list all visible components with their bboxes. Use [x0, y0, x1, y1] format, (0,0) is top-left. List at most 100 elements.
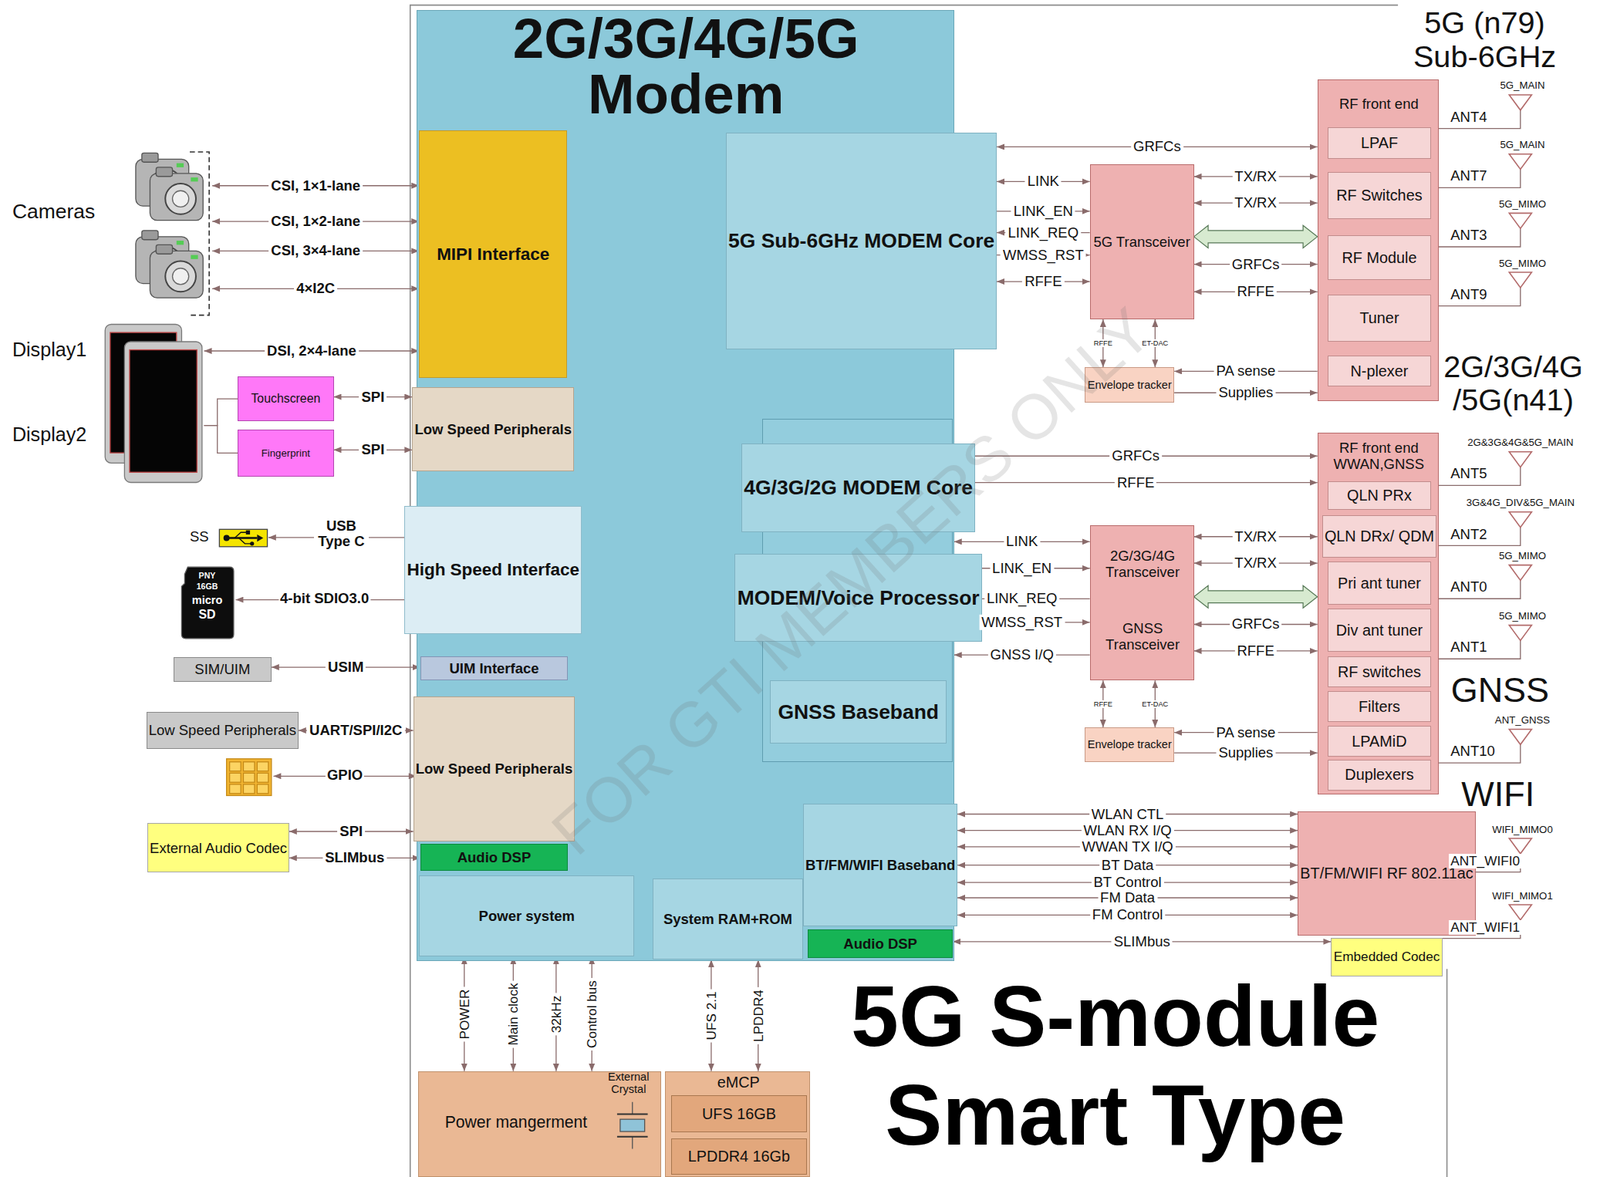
- modem-core-box: 4G/3G/2G MODEM Core: [741, 443, 976, 533]
- signal-label: CSI, 1×1-lane: [268, 178, 363, 194]
- port-label: SS: [189, 529, 210, 545]
- display-group: Display1Display2: [101, 321, 204, 486]
- camera-bracket: [189, 151, 210, 316]
- keypad-icon: [243, 784, 255, 794]
- signal-label: USIM: [325, 659, 366, 676]
- part-label: External Crystal: [601, 1070, 655, 1096]
- usb-icon: [223, 535, 230, 542]
- device-box: SIM/UIM: [173, 657, 272, 682]
- box-text: System RAM+ROM: [663, 911, 793, 928]
- card-print: 16GB: [196, 582, 219, 592]
- diagram-title: 5G S-module Smart Type: [809, 967, 1422, 1165]
- antenna-symbol: [1508, 94, 1532, 111]
- signal-label: WMSS_RST: [978, 614, 1065, 631]
- signal-label: UFS 2.1: [703, 989, 719, 1043]
- text-wrap: 5G Sub-6GHz MODEM Core: [728, 229, 995, 253]
- box-text: External Audio Codec: [149, 840, 287, 857]
- text-wrap: External Audio Codec: [149, 840, 287, 857]
- signal-label: DSI, 2×4-lane: [264, 343, 359, 359]
- rf-part: RF Module: [1327, 235, 1432, 281]
- rf-part: Tuner: [1327, 294, 1432, 342]
- memory-package: eMCPUFS 16GBLPDDR4 16Gb: [664, 1071, 811, 1177]
- box-text: N-plexer: [1350, 362, 1408, 381]
- box-text: Duplexers: [1344, 766, 1414, 784]
- signal-label: GRFCs: [1229, 616, 1283, 632]
- signal-label: CSI, 3×4-lane: [268, 243, 363, 259]
- rf-part: LPAMiD: [1327, 725, 1432, 757]
- signal-label: WMSS_RST: [1000, 246, 1087, 263]
- rf-part: QLN DRx/ QDM: [1322, 515, 1438, 559]
- peripheral-box: Low Speed Peripherals: [413, 696, 576, 842]
- text-wrap: Power system: [479, 908, 575, 925]
- text-wrap: QLN PRx: [1346, 486, 1412, 505]
- antenna-name: 5G_MAIN: [1499, 139, 1545, 152]
- text-wrap: Envelope tracker: [1087, 378, 1172, 392]
- camera-icon: [141, 230, 159, 240]
- rf-part: Div ant tuner: [1327, 608, 1432, 652]
- box-text: Audio DSP: [457, 849, 532, 866]
- camera-icon: [149, 244, 203, 298]
- text-wrap: QLN DRx/ QDM: [1324, 527, 1435, 546]
- memory-chip: UFS 16GB: [671, 1095, 807, 1133]
- box-text: BT/FM/WIFI Baseband: [805, 857, 956, 874]
- interface-label: 4-bit SDIO3.0: [278, 590, 371, 607]
- box-text: Power mangerment: [418, 1113, 613, 1132]
- box-text: 4G/3G/2G MODEM Core: [743, 475, 973, 500]
- text-wrap: Envelope tracker: [1087, 738, 1172, 752]
- antenna-port: ANT1: [1448, 639, 1489, 655]
- signal-label: LPDDR4: [750, 987, 766, 1045]
- box-text: BT/FM/WIFI RF 802.11ac: [1299, 864, 1473, 883]
- text-wrap: Div ant tuner: [1336, 621, 1423, 640]
- antenna-name: 3G&4G_DIV&5G_MAIN: [1466, 497, 1575, 510]
- camera-icon: [172, 268, 190, 285]
- box-text: High Speed Interface: [406, 560, 580, 581]
- signal-label: FM Control: [1090, 907, 1166, 923]
- signal-label: LINK_EN: [989, 560, 1054, 577]
- antenna-port: ANT7: [1448, 168, 1489, 184]
- dsp-box: Audio DSP: [420, 843, 569, 872]
- transceiver-box: 2G/3G/4G TransceiverGNSS Transceiver: [1090, 525, 1195, 681]
- box-text: Envelope tracker: [1087, 738, 1172, 752]
- box-text: Power system: [479, 908, 575, 925]
- interface-label: GPIO: [325, 767, 365, 784]
- keypad-icon: [229, 784, 242, 794]
- rf-part: RF Switches: [1327, 172, 1432, 220]
- signal-label: WWAN TX I/Q: [1079, 839, 1175, 855]
- text-wrap: SIM/UIM: [194, 661, 250, 678]
- text-wrap: LPAMiD: [1351, 732, 1407, 751]
- modem-block: 2G/3G/4G/5G ModemMIPI InterfaceLow Speed…: [416, 10, 955, 962]
- keypad-icon: [243, 762, 255, 772]
- text-wrap: Fingerprint: [261, 447, 311, 460]
- crystal-body: [620, 1119, 645, 1132]
- dsp-box: Audio DSP: [807, 929, 953, 959]
- keypad-icon: [256, 772, 269, 783]
- camera-icon: [149, 173, 203, 221]
- antenna-name: 5G_MIMO: [1498, 550, 1546, 563]
- display-icon: [129, 350, 197, 473]
- signal-label: TX/RX: [1232, 529, 1279, 545]
- camera-icon: [165, 183, 196, 215]
- antenna-port: ANT_WIFI1: [1448, 920, 1522, 936]
- box-text: Low Speed Peripherals: [414, 421, 572, 438]
- signal-label: LINK: [1025, 173, 1062, 190]
- antenna-symbol: [1508, 512, 1532, 528]
- usb-icon: [219, 529, 267, 547]
- camera-icon: [172, 190, 190, 207]
- box-text: LPAF: [1360, 134, 1398, 152]
- box-text: RF switches: [1337, 663, 1422, 682]
- antenna-name: ANT_GNSS: [1495, 715, 1550, 727]
- text-wrap: Tuner: [1359, 309, 1399, 328]
- box-text: Display1: [12, 338, 101, 362]
- rf-front-end: RF front endLPAFRF SwitchesRF ModuleTune…: [1317, 79, 1439, 402]
- signal-label: GRFCs: [1130, 138, 1184, 155]
- box-text: RF Module: [1341, 249, 1417, 267]
- antenna-name: 5G_MIMO: [1498, 199, 1546, 211]
- module-frame: [1446, 968, 1449, 1177]
- text-wrap: BT/FM/WIFI Baseband: [805, 857, 956, 874]
- signal-label: LINK: [1003, 533, 1040, 550]
- signal-label: Supplies: [1215, 745, 1276, 761]
- memory-box: System RAM+ROM: [652, 878, 803, 961]
- camera-icon: [176, 163, 184, 168]
- antenna-name: 2G&3G&4G&5G_MAIN: [1467, 437, 1573, 449]
- rf-part: Pri ant tuner: [1327, 561, 1432, 605]
